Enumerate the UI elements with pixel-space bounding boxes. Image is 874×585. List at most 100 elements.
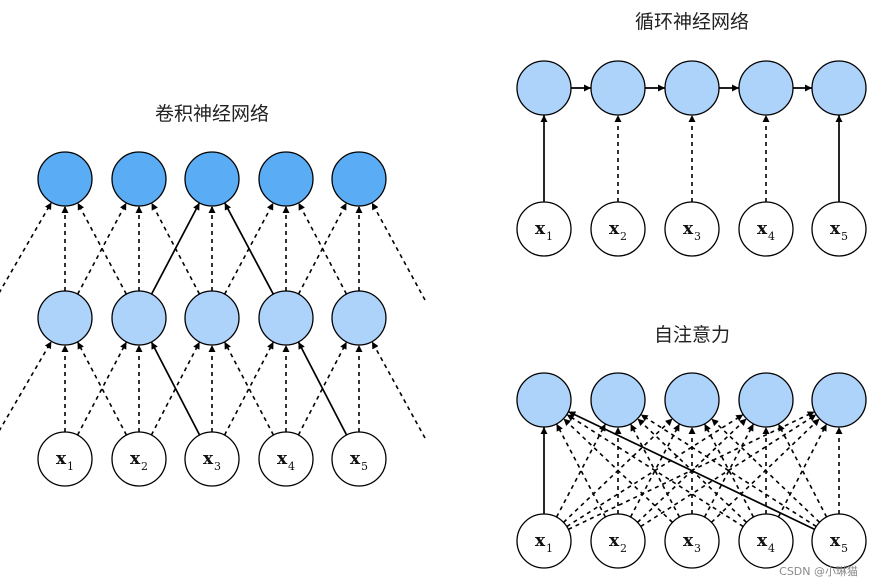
cnn-edge-in1-mid2 (76, 341, 128, 436)
attn-input-node-4-label: x (757, 531, 768, 551)
cnn-edge-in2-mid3 (150, 341, 201, 436)
cnn-input-node-1 (37, 431, 93, 487)
attn-edge-x4-y3 (703, 423, 755, 518)
attn-input-node-4 (738, 513, 794, 569)
attn-edge-x1-y2 (555, 423, 607, 518)
attn-output-node-5 (811, 372, 867, 428)
attn-output-node-1 (516, 372, 572, 428)
attn-input-node-5-label: x (830, 531, 841, 551)
attn-input-node-4-subscript: 4 (768, 542, 775, 555)
attn-edge-x5-y4 (777, 423, 828, 518)
attn-input-node-3-label: x (683, 531, 694, 551)
cnn-input-node-5-subscript: 5 (361, 460, 368, 473)
cnn-input-node-2 (111, 431, 167, 487)
rnn-input-node-5 (811, 201, 867, 257)
cnn-edge-in4-mid3 (223, 341, 275, 436)
cnn-input-node-2-label: x (130, 449, 141, 469)
rnn-input-node-1 (516, 201, 572, 257)
attn-edge-x2-y1 (555, 423, 607, 518)
cnn-mid-node-1 (37, 290, 93, 346)
cnn-input-node-1-label: x (56, 449, 67, 469)
rnn-input-node-3-subscript: 3 (694, 230, 701, 243)
attn-edge-x3-y1 (562, 418, 674, 523)
attn-edge-x5-y2 (640, 413, 817, 528)
cnn-input-node-3-label: x (203, 449, 214, 469)
cnn-title: 卷积神经网络 (155, 103, 269, 125)
rnn-input-node-2-label: x (609, 219, 620, 239)
cnn-edge-in3-mid2 (150, 341, 201, 436)
rnn-input-node-5-label: x (830, 219, 841, 239)
rnn-hidden-node-3 (664, 60, 720, 116)
attn-output-node-2 (590, 372, 646, 428)
cnn-top-node-4 (258, 151, 314, 207)
cnn-input-node-1-subscript: 1 (67, 460, 74, 473)
attn-edge-x5-y1 (567, 410, 816, 531)
attn-input-node-3 (664, 513, 720, 569)
cnn-edge-mid2-top3 (150, 202, 201, 295)
rnn-hidden-node-4 (738, 60, 794, 116)
rnn-title: 循环神经网络 (635, 11, 749, 33)
rnn-input-node-4 (738, 201, 794, 257)
cnn-input-node-4-label: x (277, 449, 288, 469)
cnn-input-node-3-subscript: 3 (214, 460, 221, 473)
cnn-top-node-3 (184, 151, 240, 207)
cnn-edge-in5-mid4 (297, 341, 348, 436)
cnn-mid-node-2 (111, 290, 167, 346)
rnn-input-node-4-subscript: 4 (768, 230, 775, 243)
cnn-input-node-5 (331, 431, 387, 487)
cnn-edge-mid1-top2 (76, 202, 128, 295)
attn-output-node-4 (738, 372, 794, 428)
cnn-input-node-4-subscript: 4 (288, 460, 295, 473)
attn-output-node-3 (664, 372, 720, 428)
cnn-edge-outside-left-mid (0, 340, 53, 432)
cnn-input-node-4 (258, 431, 314, 487)
rnn-hidden-node-5 (811, 60, 867, 116)
attn-input-node-5-subscript: 5 (841, 542, 848, 555)
attn-edge-x4-y1 (566, 413, 744, 528)
cnn-edge-in3-mid4 (223, 341, 275, 436)
rnn-input-node-3 (664, 201, 720, 257)
cnn-mid-node-4 (258, 290, 314, 346)
cnn-edge-in2-mid1 (76, 341, 128, 436)
cnn-edge-outside-right-mid (371, 341, 426, 439)
attn-edge-x3-y4 (703, 423, 755, 518)
cnn-input-node-3 (184, 431, 240, 487)
rnn-hidden-node-2 (590, 60, 646, 116)
cnn-edge-in4-mid5 (297, 341, 348, 436)
attn-input-node-5 (811, 513, 867, 569)
cnn-edge-mid4-top5 (297, 202, 348, 295)
attn-input-node-2-label: x (609, 531, 620, 551)
cnn-edge-mid3-top4 (223, 202, 275, 295)
attn-edge-x4-y5 (777, 423, 828, 518)
rnn-input-node-3-label: x (683, 219, 694, 239)
cnn-edge-outside-left-top (0, 201, 53, 293)
cnn-mid-node-5 (331, 290, 387, 346)
attn-edge-x2-y3 (629, 423, 681, 518)
cnn-input-node-2-subscript: 2 (141, 460, 148, 473)
attn-edge-x3-y2 (629, 423, 681, 518)
cnn-input-node-5-label: x (350, 449, 361, 469)
rnn-input-node-5-subscript: 5 (841, 230, 848, 243)
rnn-input-node-1-label: x (535, 219, 546, 239)
rnn-input-node-1-subscript: 1 (546, 230, 553, 243)
rnn-input-node-4-label: x (757, 219, 768, 239)
cnn-top-node-5 (331, 151, 387, 207)
attn-input-node-3-subscript: 3 (694, 542, 701, 555)
rnn-hidden-node-1 (516, 60, 572, 116)
attn-input-node-1 (516, 513, 572, 569)
rnn-input-node-2-subscript: 2 (620, 230, 627, 243)
cnn-top-node-2 (111, 151, 167, 207)
attn-input-node-2 (590, 513, 646, 569)
cnn-edge-outside-right-top (371, 202, 426, 301)
attn-input-node-1-label: x (535, 531, 546, 551)
rnn-input-node-2 (590, 201, 646, 257)
attn-input-node-1-subscript: 1 (546, 542, 553, 555)
watermark-text: CSDN @小琳猫 (779, 564, 858, 578)
attention-title: 自注意力 (654, 324, 730, 346)
cnn-mid-node-3 (184, 290, 240, 346)
cnn-top-node-1 (37, 151, 93, 207)
attn-edge-x5-y3 (710, 418, 821, 523)
